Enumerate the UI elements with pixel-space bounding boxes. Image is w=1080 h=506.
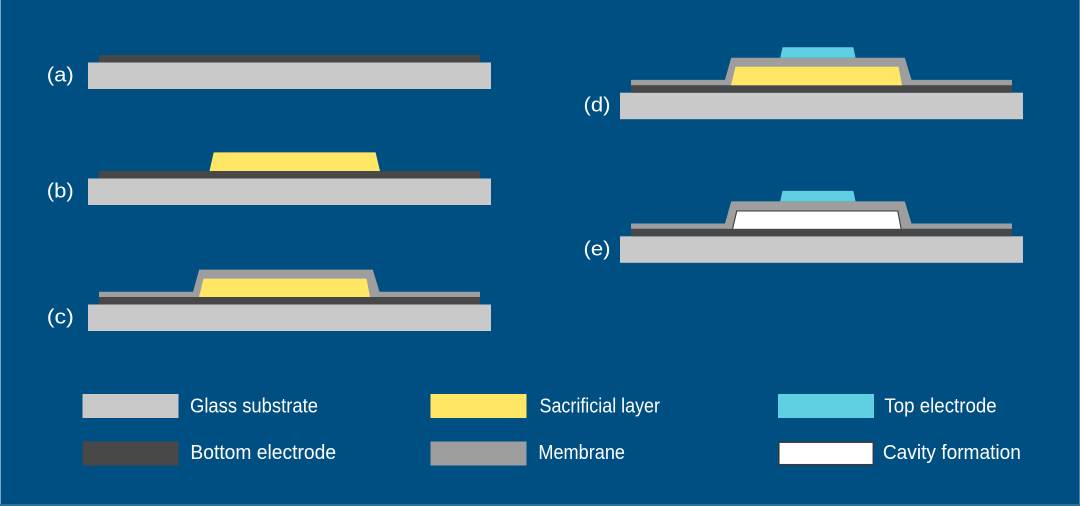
svg-text:(e): (e): [584, 237, 611, 260]
svg-text:Membrane: Membrane: [538, 441, 625, 464]
svg-text:Cavity formation: Cavity formation: [883, 441, 1021, 464]
svg-text:Bottom electrode: Bottom electrode: [190, 441, 336, 464]
svg-text:(c): (c): [47, 306, 74, 329]
svg-text:Top electrode: Top electrode: [884, 395, 996, 418]
svg-text:(b): (b): [47, 180, 74, 203]
svg-text:Glass substrate: Glass substrate: [190, 395, 318, 418]
svg-text:Sacrificial layer: Sacrificial layer: [540, 395, 661, 418]
svg-text:(a): (a): [47, 64, 74, 87]
svg-text:(d): (d): [584, 93, 611, 116]
